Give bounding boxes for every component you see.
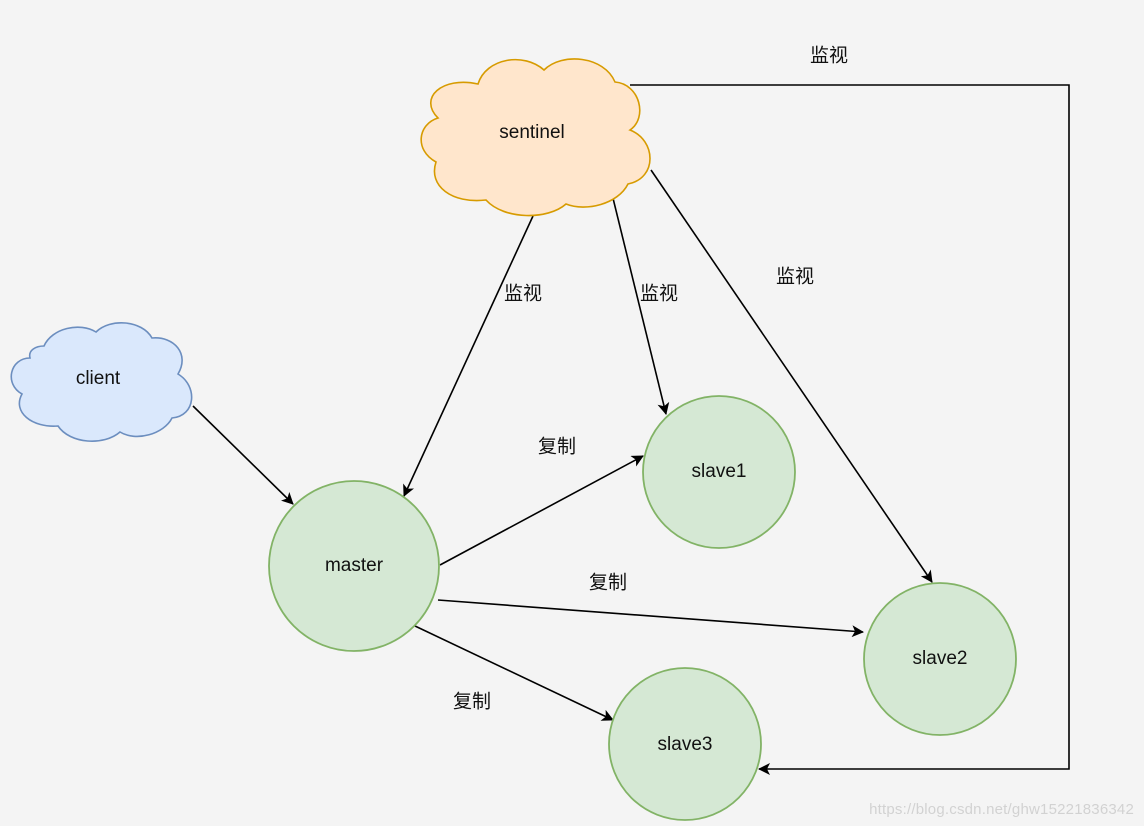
slave3-node: slave3: [608, 667, 762, 821]
label-sentinel-slave1: 监视: [640, 283, 678, 305]
edge-sentinel-to-slave3: [630, 84, 1070, 775]
edge-labels: 监视 监视 监视 监视 复制 复制 复制: [453, 45, 848, 713]
master-circle: [268, 480, 440, 652]
label-sentinel-slave3: 监视: [810, 45, 848, 67]
edge-master-to-slave2: [437, 599, 864, 638]
client-node: client: [10, 322, 193, 442]
label-sentinel-slave2: 监视: [776, 266, 814, 288]
label-master-slave1: 复制: [538, 436, 576, 458]
edges: [192, 84, 1070, 775]
watermark-url: https://blog.csdn.net/ghw15221836342: [869, 801, 1134, 818]
slave2-circle: [863, 582, 1017, 736]
edge-client-to-master: [192, 405, 294, 505]
edge-sentinel-to-master: [403, 215, 534, 497]
edge-master-to-slave1: [439, 455, 644, 566]
slave1-circle: [642, 395, 796, 549]
edge-sentinel-to-slave1: [609, 185, 670, 415]
slave3-label: slave3: [658, 734, 713, 755]
slave2-node: slave2: [863, 582, 1017, 736]
label-master-slave2: 复制: [589, 572, 627, 594]
slave3-circle: [608, 667, 762, 821]
slave2-label: slave2: [913, 648, 968, 669]
master-label: master: [325, 555, 384, 576]
client-label: client: [76, 368, 121, 389]
sentinel-cloud-shape: [420, 58, 651, 217]
edge-sentinel-to-slave2: [650, 169, 933, 583]
sentinel-label: sentinel: [499, 122, 565, 143]
slave1-label: slave1: [692, 461, 747, 482]
client-cloud-shape: [10, 322, 193, 442]
slave1-node: slave1: [642, 395, 796, 549]
sentinel-node: sentinel: [420, 58, 651, 217]
label-master-slave3: 复制: [453, 691, 491, 713]
master-node: master: [268, 480, 440, 652]
label-sentinel-master: 监视: [504, 283, 542, 305]
edge-master-to-slave3: [414, 625, 614, 721]
